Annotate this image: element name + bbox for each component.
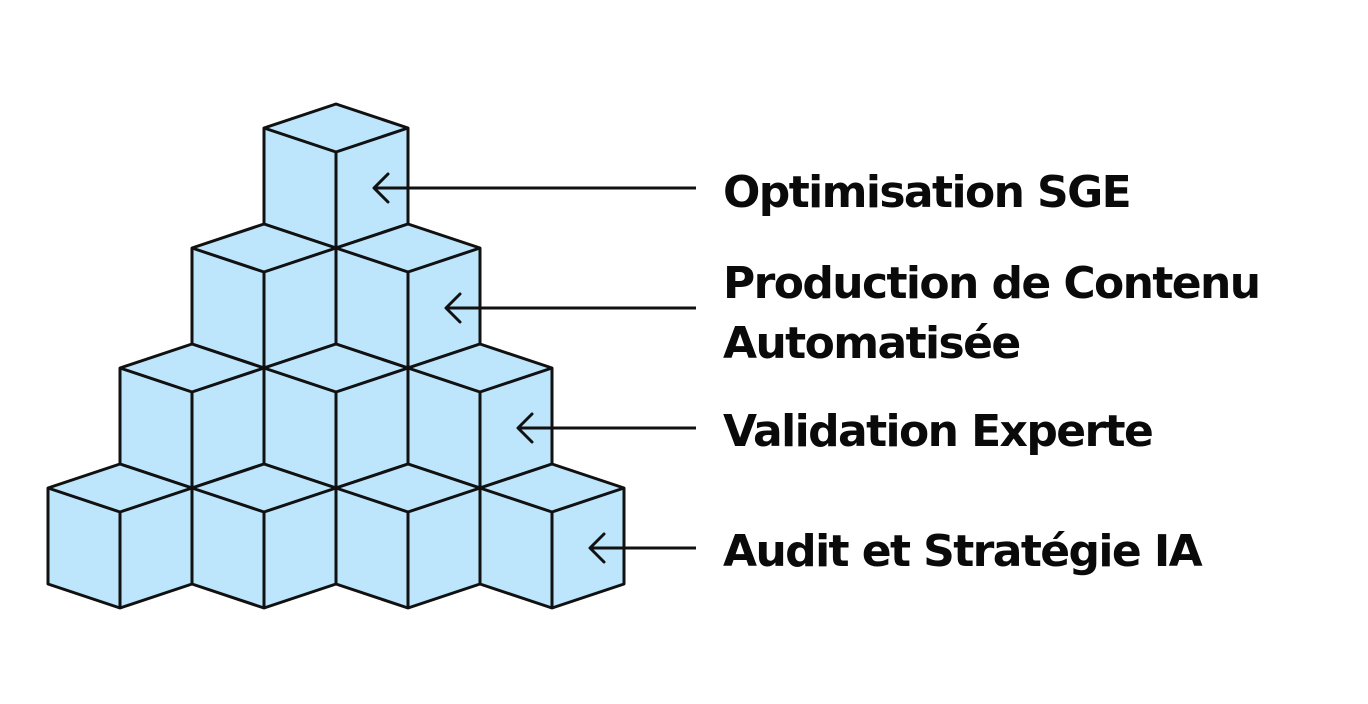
layer-label-line: Audit et Stratégie IA [723, 526, 1203, 577]
arrow-group [372, 172, 696, 564]
layer-label-line: Production de Contenu [723, 258, 1261, 309]
arrow-head [588, 532, 606, 564]
arrow-head [516, 412, 534, 444]
isometric-cube-icon [334, 462, 482, 610]
isometric-cube-icon [262, 342, 410, 490]
left-arrow-icon [444, 292, 696, 324]
arrow-head [372, 172, 390, 204]
layer-label-line: Optimisation SGE [723, 167, 1132, 218]
layer-label-production-contenu: Production de Contenu Automatisée [723, 254, 1261, 374]
isometric-cube-icon [46, 462, 194, 610]
layer-label-audit-strategie: Audit et Stratégie IA [723, 522, 1203, 582]
left-arrow-icon [372, 172, 696, 204]
layer-label-line: Automatisée [723, 318, 1021, 369]
arrow-head [444, 292, 462, 324]
layer-label-optimisation-sge: Optimisation SGE [723, 163, 1132, 223]
layer-label-validation-experte: Validation Experte [723, 402, 1154, 462]
left-arrow-icon [588, 532, 696, 564]
left-arrow-icon [516, 412, 696, 444]
layer-label-line: Validation Experte [723, 406, 1154, 457]
isometric-cube-icon [118, 342, 266, 490]
isometric-cube-icon [190, 462, 338, 610]
isometric-cube-icon [190, 222, 338, 370]
cube-stack [46, 102, 626, 610]
